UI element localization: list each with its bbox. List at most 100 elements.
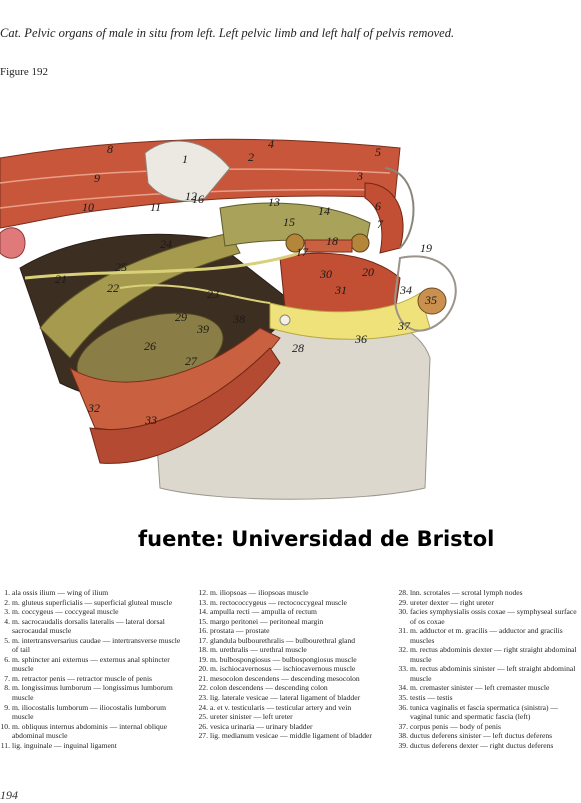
- figure-label-number: 15: [283, 215, 295, 229]
- legend-item: 32.m. rectus abdominis dexter — right st…: [398, 645, 579, 664]
- legend-item-number: 35.: [398, 693, 409, 703]
- figure-label-number: 35: [424, 293, 437, 307]
- source-credit: fuente: Universidad de Bristol: [138, 527, 495, 551]
- figure-label-number: 4: [268, 137, 274, 151]
- legend-item-text: m. rectococcygeus — rectococcygeal muscl…: [210, 597, 347, 607]
- legend-item-number: 29.: [398, 597, 409, 607]
- legend-item: 38.ductus deferens sinister — left ductu…: [398, 731, 579, 741]
- legend-item-text: m. ischiocavernosus — ischiocavernous mu…: [210, 664, 356, 674]
- legend-item-number: 17.: [198, 635, 209, 645]
- legend-item-number: 25.: [198, 712, 209, 722]
- legend-item-text: m. longissimus lumborum — longissimus lu…: [12, 683, 173, 703]
- figure-label-number: 29: [175, 310, 187, 324]
- legend-item-number: 34.: [398, 683, 409, 693]
- legend-item-number: 24.: [198, 702, 209, 712]
- figure-label: Figure 192: [0, 66, 48, 78]
- legend-item: 6.m. sphincter ani externus — externus a…: [0, 655, 188, 674]
- figure-label-number: 14: [318, 204, 330, 218]
- legend-item-text: m. bulbospongiosus — bulbospongiosus mus…: [210, 654, 357, 664]
- figure-label-number: 3: [356, 169, 363, 183]
- figure-label-number: 32: [87, 401, 100, 415]
- legend-item-number: 36.: [398, 702, 409, 712]
- figure-caption: Cat. Pelvic organs of male in situ from …: [0, 26, 455, 40]
- legend-item: 3.m. coccygeus — coccygeal muscle: [0, 607, 188, 617]
- figure-label-number: 8: [107, 142, 113, 156]
- legend-item: 1.ala ossis ilium — wing of ilium: [0, 588, 188, 598]
- legend-item-text: a. et v. testicularis — testicular arter…: [210, 702, 352, 712]
- legend-item-number: 3.: [4, 607, 10, 617]
- figure-label-number: 28: [292, 341, 304, 355]
- legend-item-text: prostata — prostate: [210, 626, 270, 636]
- legend-item: 35.testis — testis: [398, 693, 579, 703]
- legend-item-text: lig. medianum vesicae — middle ligament …: [210, 731, 372, 741]
- legend-item: 19.m. bulbospongiosus — bulbospongiosus …: [198, 655, 390, 665]
- figure-label-number: 7: [377, 217, 384, 231]
- legend-item: 4.m. sacrocaudalis dorsalis lateralis — …: [0, 617, 188, 636]
- legend-item-text: mesocolon descendens — descending mesoco…: [210, 673, 360, 683]
- legend-item: 24.a. et v. testicularis — testicular ar…: [198, 703, 390, 713]
- figure-label-number: 13: [268, 195, 280, 209]
- legend-item-text: m. iliocostalis lumborum — iliocostalis …: [12, 702, 166, 722]
- legend-item-number: 18.: [198, 645, 209, 655]
- page-number: 194: [0, 788, 18, 802]
- legend-item-number: 7.: [4, 673, 10, 683]
- legend-item-text: ampulla recti — ampulla of rectum: [210, 607, 317, 617]
- figure-label-number: 39: [196, 322, 209, 336]
- legend-item-number: 14.: [198, 607, 209, 617]
- figure-label-number: 22: [107, 281, 119, 295]
- legend-item-number: 30.: [398, 607, 409, 617]
- prostate-lobe: [285, 233, 305, 253]
- legend-item-text: lig. laterale vesicae — lateral ligament…: [210, 693, 361, 703]
- lymph-node: [279, 314, 291, 326]
- legend-item: 27.lig. medianum vesicae — middle ligame…: [198, 731, 390, 741]
- urethral-muscle: [304, 239, 353, 253]
- legend-item-text: m. sphincter ani externus — externus ana…: [12, 654, 170, 674]
- legend-item-text: m. intertransversarius caudae — intertra…: [12, 635, 181, 655]
- legend-item-text: facies symphysialis ossis coxae — symphy…: [410, 607, 577, 626]
- figure-label-number: 5: [375, 145, 381, 159]
- legend-item-number: 2.: [4, 597, 10, 607]
- figure-label-number: 16: [192, 192, 204, 206]
- figure-label-number: 33: [144, 413, 157, 427]
- legend-item-text: m. retractor penis — retractor muscle of…: [12, 673, 153, 683]
- legend-item-text: ductus deferens dexter — right ductus de…: [410, 740, 554, 750]
- figure-label-number: 38: [232, 312, 245, 326]
- ureter-line: [24, 251, 301, 280]
- legend-item: 12.m. iliopsoas — iliopsoas muscle: [198, 588, 390, 598]
- legend-item: 11.lig. inguinale — inguinal ligament: [0, 741, 188, 751]
- legend-item: 8.m. longissimus lumborum — longissimus …: [0, 683, 188, 702]
- tail-base: [384, 167, 415, 249]
- legend-item-number: 12.: [198, 588, 209, 597]
- legend-item: 33.m. rectus abdominis sinister — left s…: [398, 664, 579, 683]
- legend-item-text: m. rectus abdominis dexter — right strai…: [410, 645, 577, 664]
- legend-item: 29.ureter dexter — right ureter: [398, 598, 579, 608]
- legend-item-number: 33.: [398, 664, 409, 674]
- legend-item-text: ureter dexter — right ureter: [410, 597, 494, 607]
- legend-item-number: 21.: [198, 673, 209, 683]
- figure-label-number: 20: [362, 265, 374, 279]
- prostate-lobe-2: [350, 233, 370, 253]
- figure-label-number: 36: [354, 332, 367, 346]
- legend-item: 9.m. iliocostalis lumborum — iliocostali…: [0, 703, 188, 722]
- figure-label-number: 37: [397, 319, 411, 333]
- legend-item: 36.tunica vaginalis et fascia spermatica…: [398, 703, 579, 722]
- legend-item-number: 20.: [198, 664, 209, 674]
- thigh-cut-edge: [0, 227, 26, 259]
- legend-item: 7.m. retractor penis — retractor muscle …: [0, 674, 188, 684]
- spermatic-fascia: [393, 255, 457, 332]
- legend-item: 37.corpus penis — body of penis: [398, 722, 579, 732]
- legend-item-number: 11.: [0, 740, 10, 750]
- legend-item-number: 15.: [198, 616, 209, 626]
- legend-item-number: 37.: [398, 721, 409, 731]
- figure-label-number: 31: [334, 283, 347, 297]
- legend-item-number: 4.: [4, 616, 10, 626]
- figure-label-number: 11: [150, 200, 161, 214]
- legend-item: 39.ductus deferens dexter — right ductus…: [398, 741, 579, 751]
- figure-label-number: 23: [207, 287, 219, 301]
- figure-label-number: 19: [420, 241, 432, 255]
- legend-item: 31.m. adductor et m. gracilis — adductor…: [398, 626, 579, 645]
- figure-label-number: 26: [144, 339, 156, 353]
- legend-item-text: ductus deferens sinister — left ductus d…: [410, 731, 553, 741]
